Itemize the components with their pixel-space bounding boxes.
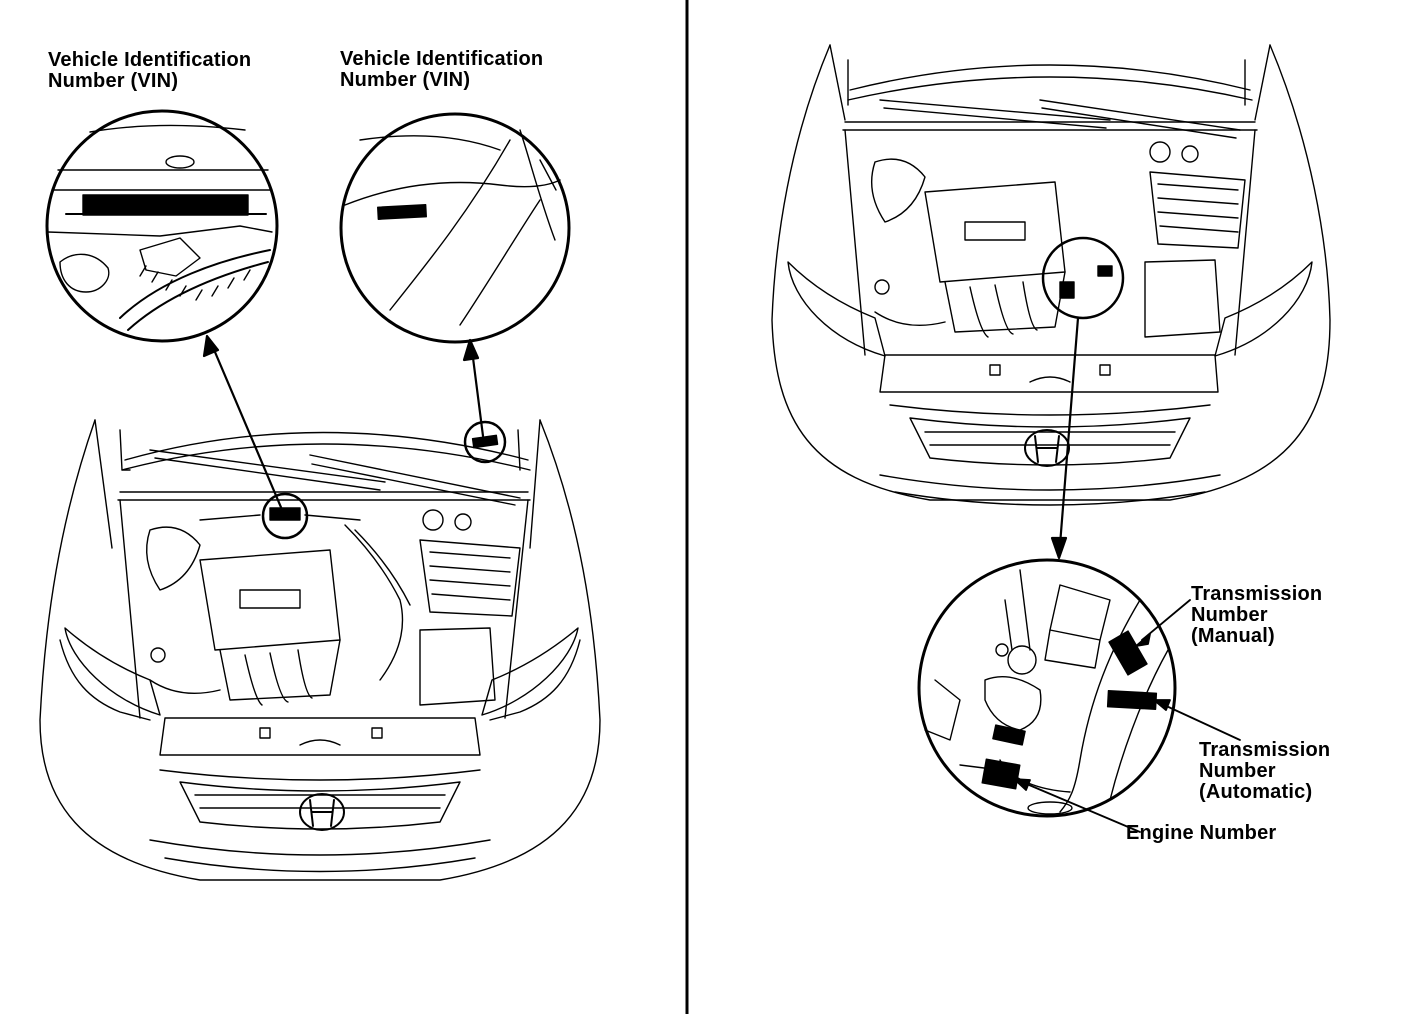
- engine-transmission-inset-circle: [919, 560, 1175, 816]
- engine-number-label: Engine Number: [1126, 822, 1277, 844]
- engine-number-plate: [982, 759, 1020, 789]
- vin-plate-left: [83, 195, 248, 215]
- engine-number-plate-upper: [993, 725, 1025, 745]
- vin-location-circle-windshield: [465, 422, 505, 462]
- engine-pointer-arrow: [1052, 318, 1078, 558]
- headlight-right: [482, 628, 578, 715]
- vin-pointer-arrows-left: [204, 336, 483, 512]
- engine-location-circle: [1043, 238, 1123, 318]
- vin-label-left: Vehicle Identification Number (VIN): [48, 49, 252, 92]
- headlight-right-right-page: [1215, 262, 1312, 356]
- headlight-left-right-page: [788, 262, 885, 356]
- transmission-number-manual-plate: [1109, 631, 1147, 675]
- label-leader-lines: [1014, 600, 1240, 832]
- vin-location-circle-cowl: [263, 494, 307, 538]
- transmission-number-automatic-plate: [1108, 691, 1157, 709]
- car-front-view-left: [40, 420, 600, 880]
- vin-plate-right: [378, 205, 427, 219]
- transmission-manual-label: Transmission Number (Manual): [1191, 583, 1323, 647]
- vin-inset-dashboard-circle: [47, 111, 277, 341]
- honda-h-logo: [300, 794, 344, 830]
- vin-inset-windshield-circle: [341, 114, 569, 342]
- vin-label-right: Vehicle Identification Number (VIN): [340, 48, 544, 91]
- headlight-left: [65, 628, 160, 715]
- transmission-automatic-label: Transmission Number (Automatic): [1199, 739, 1331, 803]
- honda-h-logo-right: [1025, 430, 1069, 466]
- car-front-view-right: [772, 45, 1330, 505]
